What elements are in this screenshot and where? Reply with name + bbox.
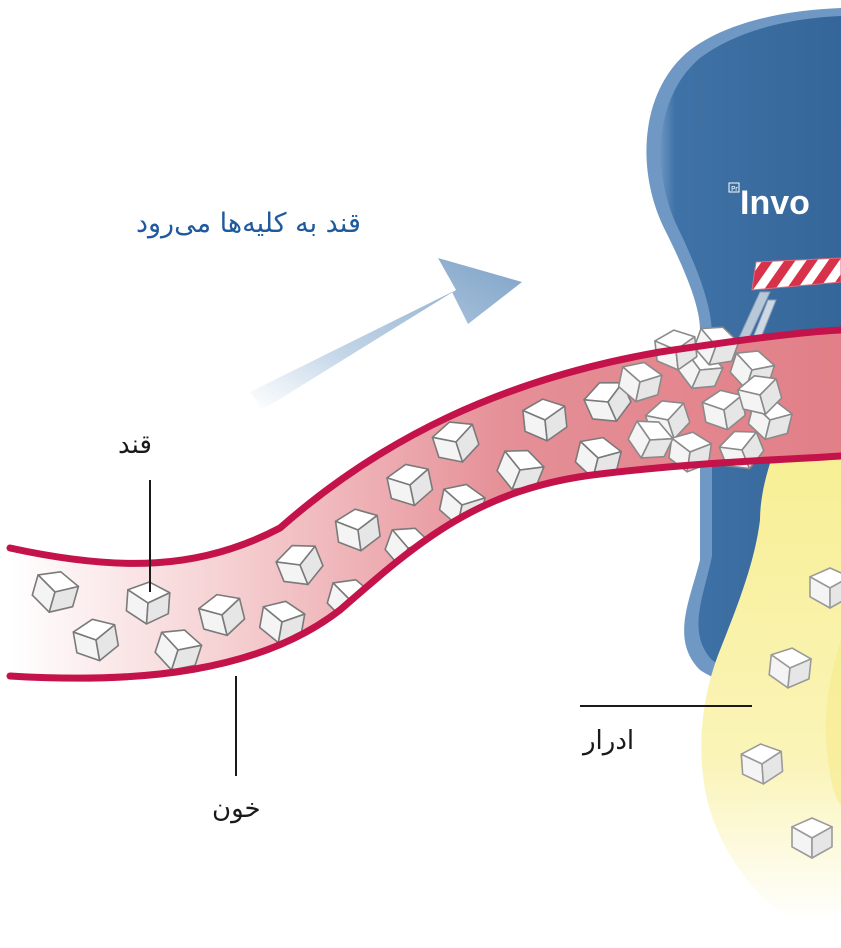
urine-cubes [740, 567, 841, 859]
sugar-cube [617, 361, 663, 403]
urine-stream-inner [825, 640, 841, 805]
barrier-board [751, 257, 841, 291]
title-label: قند به کلیه‌ها می‌رود [136, 208, 361, 239]
cube-layer [31, 381, 632, 671]
sugar-cube [496, 449, 545, 491]
sugar-cube [736, 374, 783, 416]
logo-superscript-box [728, 182, 740, 193]
sugar-pile [617, 326, 793, 473]
logo: Pr Invo [728, 182, 810, 222]
vessel-wall-bottom [6, 452, 841, 682]
blood-label: خون [212, 794, 261, 824]
sugar-cube [275, 544, 324, 586]
sugar-cube [809, 567, 841, 609]
sugar-cube [431, 421, 480, 463]
sugar-cube [31, 571, 80, 613]
urine-label: ادرار [583, 726, 635, 756]
sugar-cube [740, 743, 784, 785]
sugar-cubes [31, 381, 632, 671]
logo-superscript: Pr [731, 185, 738, 193]
urine-stream [701, 385, 841, 923]
sugar-cube [386, 463, 434, 507]
sugar-cube [701, 389, 747, 431]
sugar-label: قند [118, 430, 152, 460]
sugar-cube [72, 618, 120, 662]
sugar-cube [197, 593, 246, 637]
sugar-cube [522, 398, 568, 442]
sugar-cube [791, 817, 833, 859]
flow-arrow-shape [250, 258, 522, 410]
sugar-cube [125, 581, 171, 625]
sugar-cube [154, 629, 203, 671]
logo-text: Invo [740, 184, 810, 222]
blood-vessel [10, 330, 841, 679]
flow-arrow [250, 258, 522, 410]
blood-fill [10, 330, 841, 679]
sugar-cube [627, 420, 674, 459]
sugar-cube [768, 647, 812, 689]
sugar-cube [583, 381, 632, 422]
vessel-wall-top [6, 326, 841, 567]
sugar-cube [747, 399, 793, 441]
sugar-cube [334, 508, 381, 552]
